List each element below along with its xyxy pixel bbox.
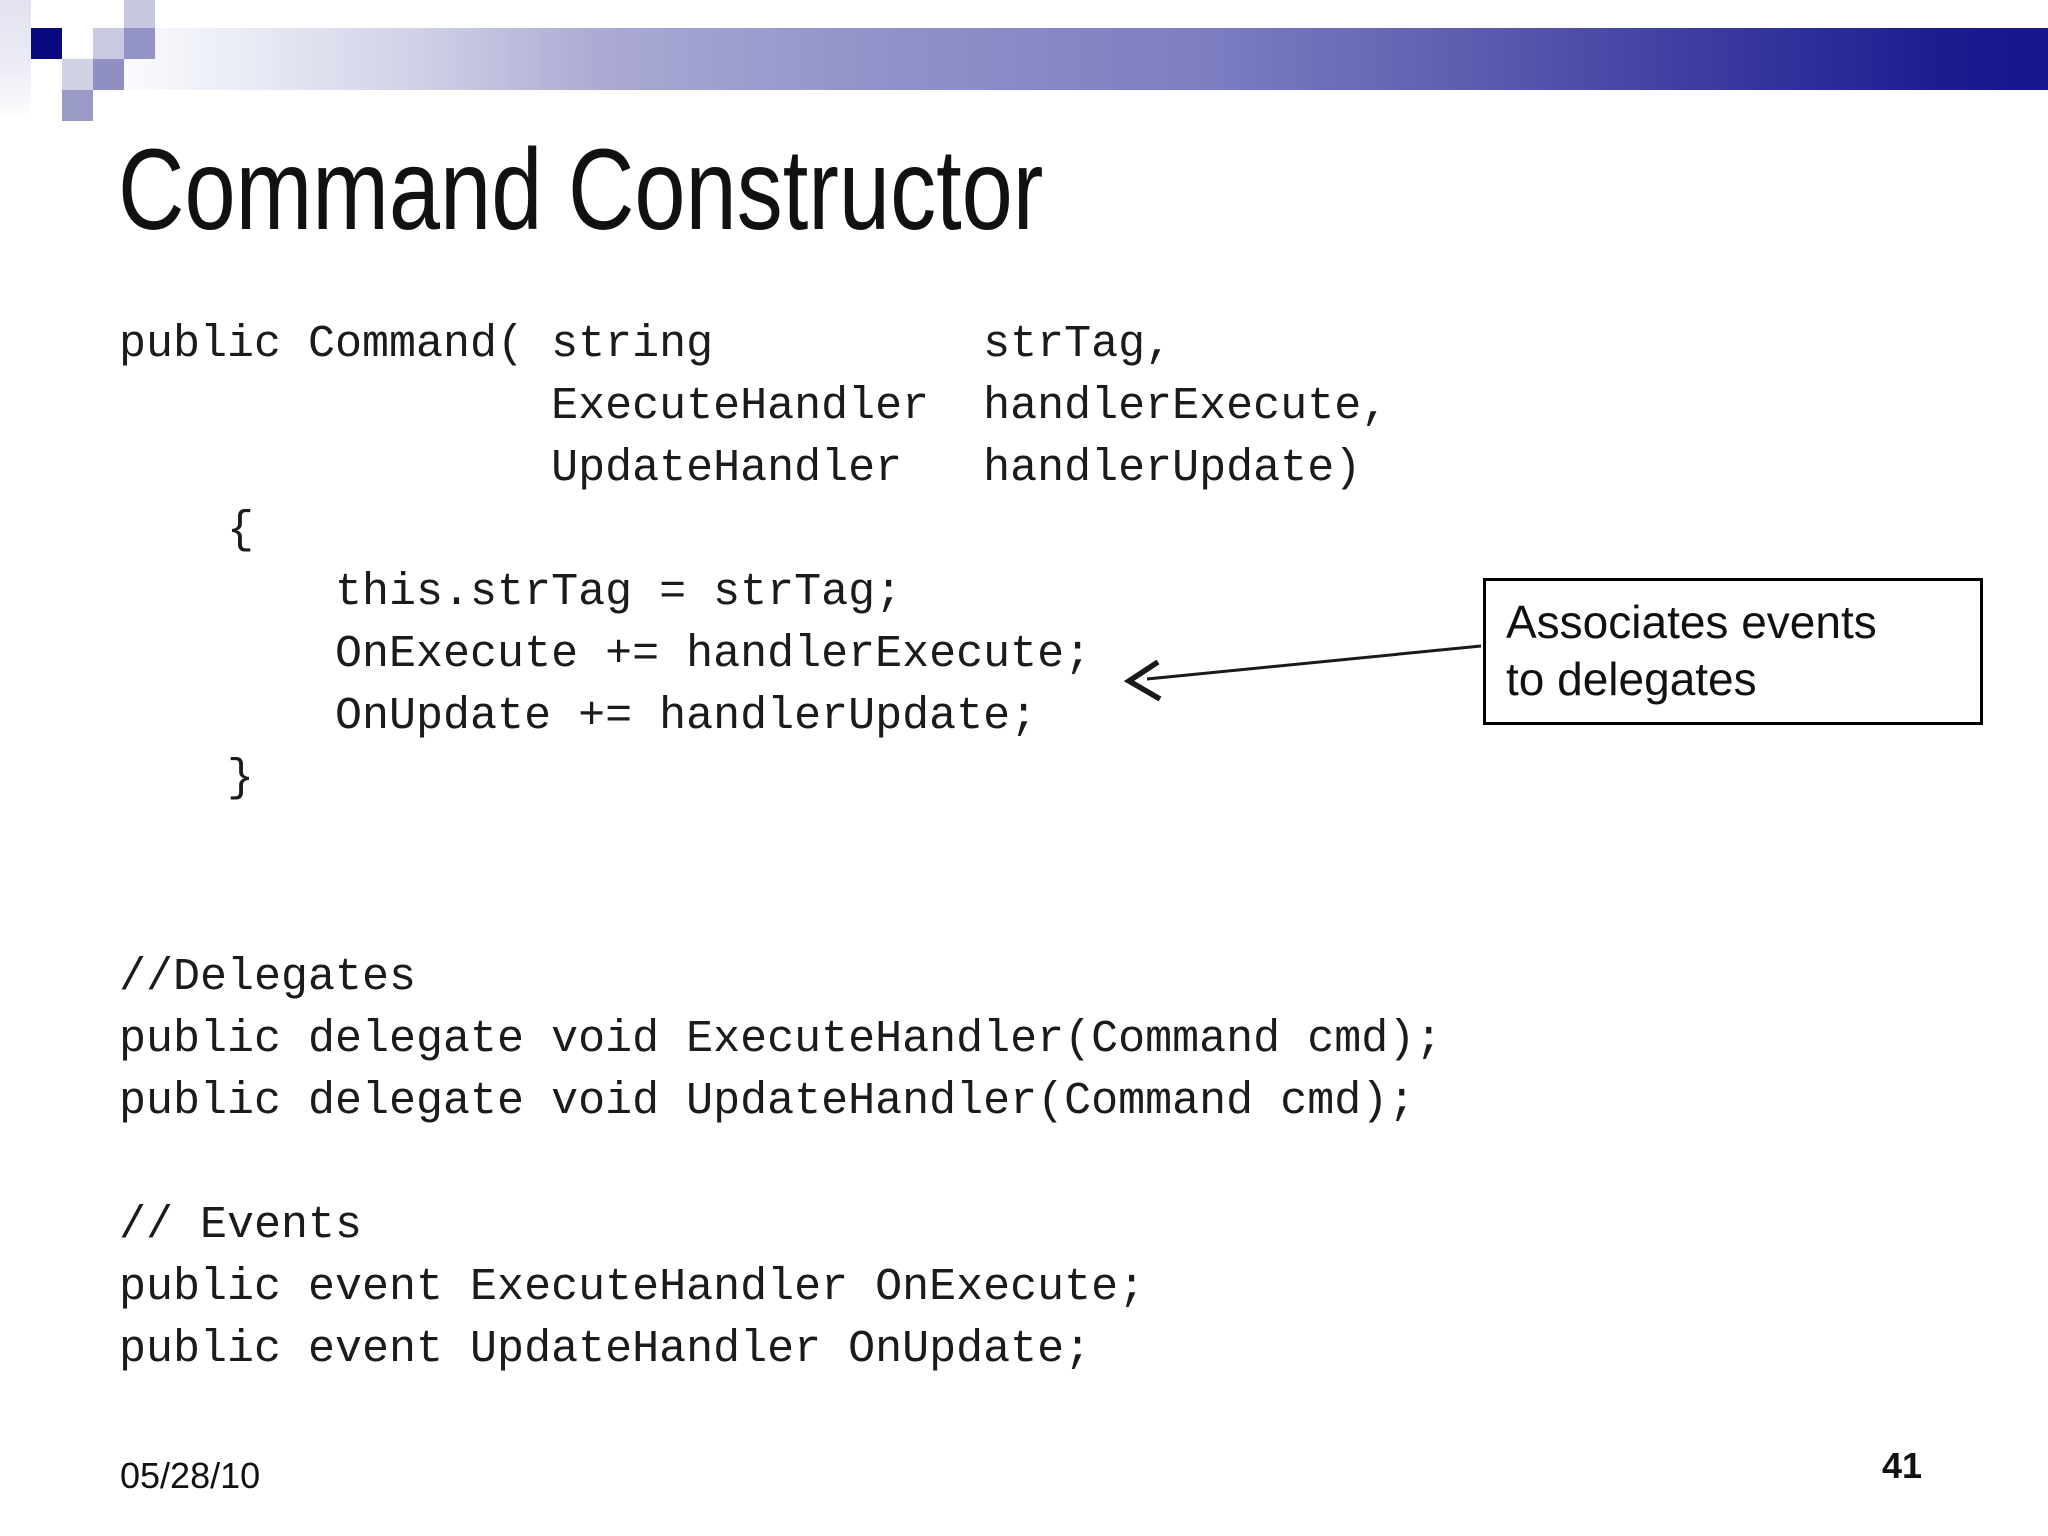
decor-square — [62, 59, 93, 90]
slide-title: Command Constructor — [118, 126, 1044, 254]
decor-left-strip — [0, 0, 31, 122]
decor-square — [93, 59, 124, 90]
decor-square — [31, 28, 62, 59]
footer-page-number: 41 — [1881, 1445, 1922, 1486]
decor-square — [124, 0, 155, 28]
decor-square — [62, 90, 93, 121]
footer-date: 05/28/10 — [120, 1455, 261, 1496]
callout-text: Associates events to delegates — [1506, 596, 1877, 705]
code-block-declarations: //Delegates public delegate void Execute… — [119, 952, 1443, 1375]
code-block-constructor: public Command( string strTag, ExecuteHa… — [119, 319, 1389, 804]
decor-square — [124, 28, 155, 59]
decor-square — [93, 28, 124, 59]
callout-box: Associates events to delegates — [1483, 578, 1983, 725]
header-gradient-bar — [93, 28, 2048, 90]
